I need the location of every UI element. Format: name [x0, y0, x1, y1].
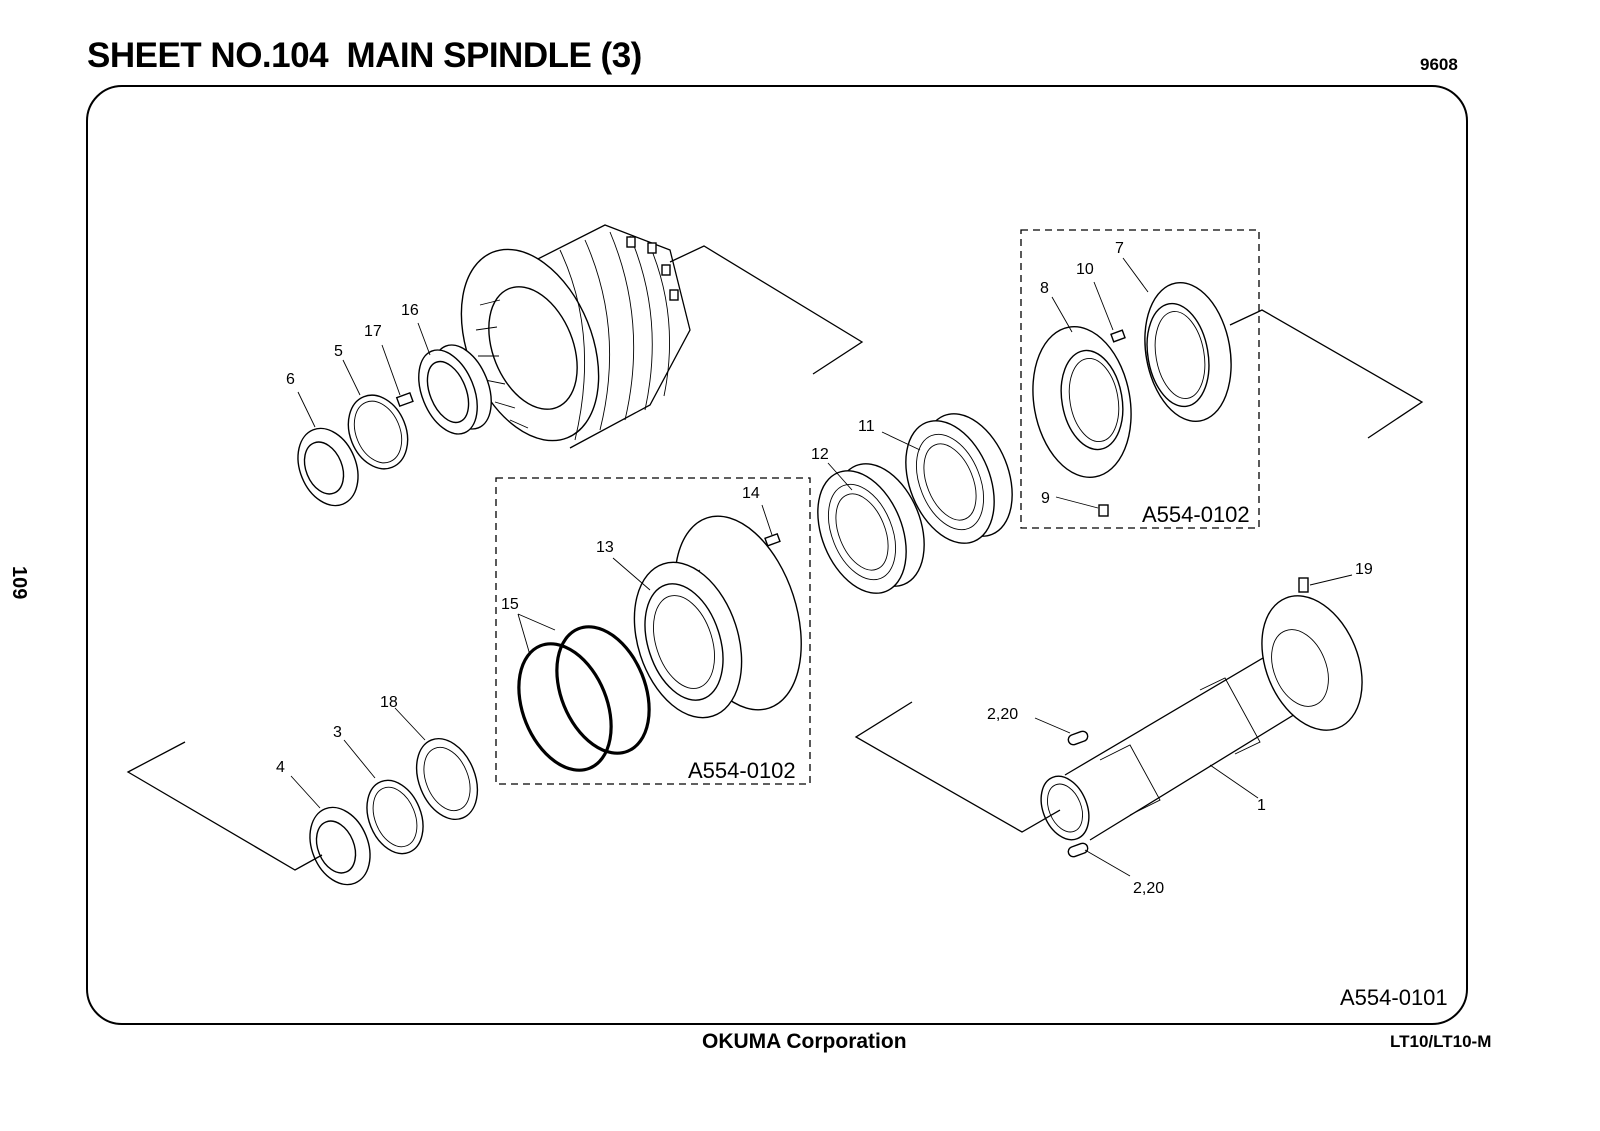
callout-9: 9 — [1041, 490, 1050, 507]
callout-11: 11 — [858, 418, 875, 435]
callout-14: 14 — [742, 485, 760, 502]
callout-7: 7 — [1115, 240, 1124, 257]
assembly-code-cover: A554-0102 — [1142, 502, 1250, 527]
footer-model: LT10/LT10-M — [1390, 1032, 1492, 1051]
sheet-title: SHEET NO.104 MAIN SPINDLE (3) — [87, 36, 642, 75]
revision-code: 9608 — [1420, 55, 1458, 74]
part-16-sleeve — [418, 344, 492, 435]
callout-12: 12 — [811, 446, 829, 463]
assembly-code-main: A554-0101 — [1340, 985, 1448, 1010]
callout-10: 10 — [1076, 261, 1094, 278]
callout-13: 13 — [596, 539, 614, 556]
part-9-plug — [1098, 504, 1109, 517]
callout-2-20-bottom: 2,20 — [1133, 880, 1164, 897]
callout-leaders — [290, 257, 1353, 877]
callout-16: 16 — [401, 302, 419, 319]
cover-leader — [1229, 309, 1424, 439]
shaft-leader — [854, 701, 1061, 833]
part-2-key-bottom — [1067, 842, 1089, 858]
housing-assembly-box — [495, 477, 811, 785]
part-1-spindle-shaft — [1040, 577, 1363, 841]
callout-5: 5 — [334, 343, 343, 360]
cover-assembly-box — [1020, 229, 1260, 529]
part-2-key-top — [1067, 730, 1089, 746]
part-12-bearing — [817, 463, 925, 594]
part-3-shim — [366, 779, 424, 855]
callout-2-20-top: 2,20 — [987, 706, 1018, 723]
part-13-housing — [633, 515, 802, 719]
lower-left-leader — [126, 741, 323, 871]
part-4-lock-nut — [309, 806, 371, 886]
callout-1: 1 — [1257, 797, 1266, 814]
part-11-bearing — [905, 413, 1013, 544]
callout-3: 3 — [333, 724, 342, 741]
callout-6: 6 — [286, 371, 295, 388]
part-17-set-screw — [395, 392, 414, 408]
callout-8: 8 — [1040, 280, 1049, 297]
callout-4: 4 — [276, 759, 285, 776]
drawing-frame — [86, 85, 1468, 1025]
callout-15: 15 — [501, 596, 519, 613]
part-6-lock-nut — [297, 427, 359, 507]
part-15-o-rings — [517, 625, 651, 772]
callout-19: 19 — [1355, 561, 1373, 578]
part-5-shim — [347, 394, 409, 470]
part-14-pin — [764, 532, 781, 547]
footer-company: OKUMA Corporation — [702, 1030, 907, 1053]
callout-17: 17 — [364, 323, 382, 340]
part-7-cover — [1144, 281, 1232, 423]
assembly-code-housing: A554-0102 — [688, 758, 796, 783]
part-18-seal — [415, 737, 479, 821]
part-10-pin — [1110, 329, 1126, 343]
callout-18: 18 — [380, 694, 398, 711]
part-8-flange — [1032, 325, 1132, 479]
rotor-assembly — [460, 224, 864, 449]
